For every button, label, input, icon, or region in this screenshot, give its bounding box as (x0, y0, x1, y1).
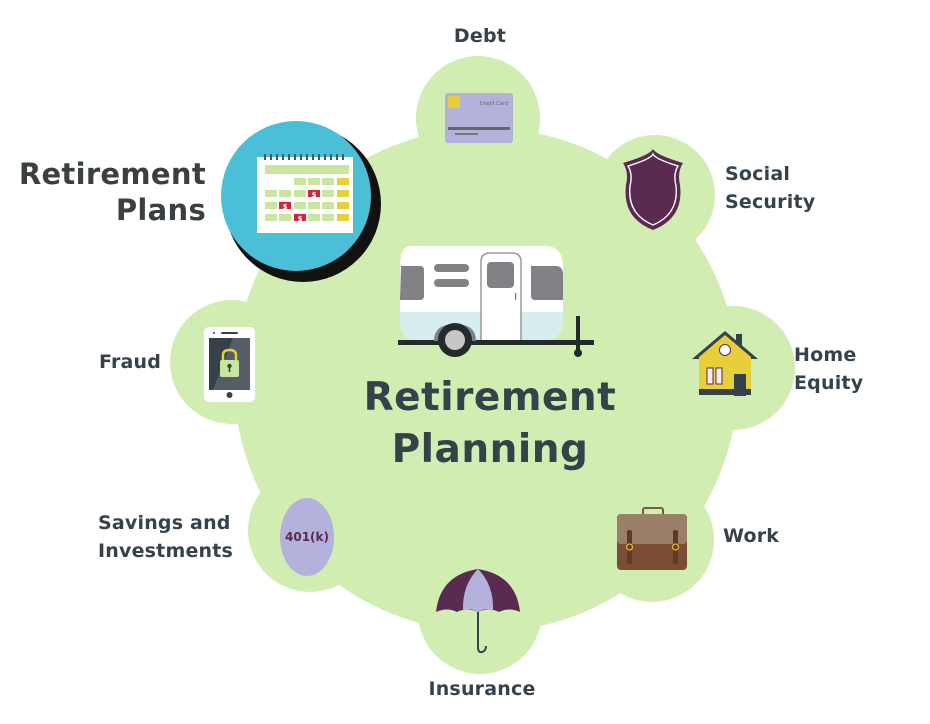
center-title-line2: Planning (391, 427, 589, 472)
credit-card-text: Credit Card (480, 101, 508, 107)
svg-text:$: $ (298, 215, 303, 223)
umbrella-icon (436, 569, 520, 654)
shield-icon (623, 149, 683, 230)
node-label-social-security[interactable]: Social Security (725, 163, 816, 213)
retirement-plans-circle[interactable]: $ $ $ (221, 121, 381, 282)
node-label-insurance[interactable]: Insurance (428, 678, 536, 700)
node-label-fraud[interactable]: Fraud (99, 351, 162, 373)
nest-egg-text: 401(k) (285, 530, 329, 544)
credit-card-icon: Credit Card (445, 93, 513, 143)
center-title-line1: Retirement (363, 375, 617, 420)
house-icon (692, 331, 758, 396)
nest-egg-icon: 401(k) (280, 498, 334, 576)
camper-trailer-icon (398, 246, 594, 357)
svg-text:$: $ (312, 191, 317, 199)
briefcase-icon (617, 507, 687, 570)
retirement-plans-line2: Plans (115, 193, 206, 227)
node-label-home-equity[interactable]: Home Equity (794, 344, 864, 394)
node-label-savings[interactable]: Savings and Investments (98, 512, 234, 562)
calendar-icon: $ $ $ (257, 154, 353, 233)
locked-phone-icon (204, 327, 255, 402)
node-label-work[interactable]: Work (723, 525, 780, 547)
node-label-debt[interactable]: Debt (453, 25, 507, 47)
svg-text:$: $ (283, 203, 288, 211)
retirement-plans-label[interactable]: Retirement Plans (10, 156, 206, 228)
center-title: Retirement Planning (330, 372, 650, 476)
retirement-plans-line1: Retirement (18, 157, 206, 191)
